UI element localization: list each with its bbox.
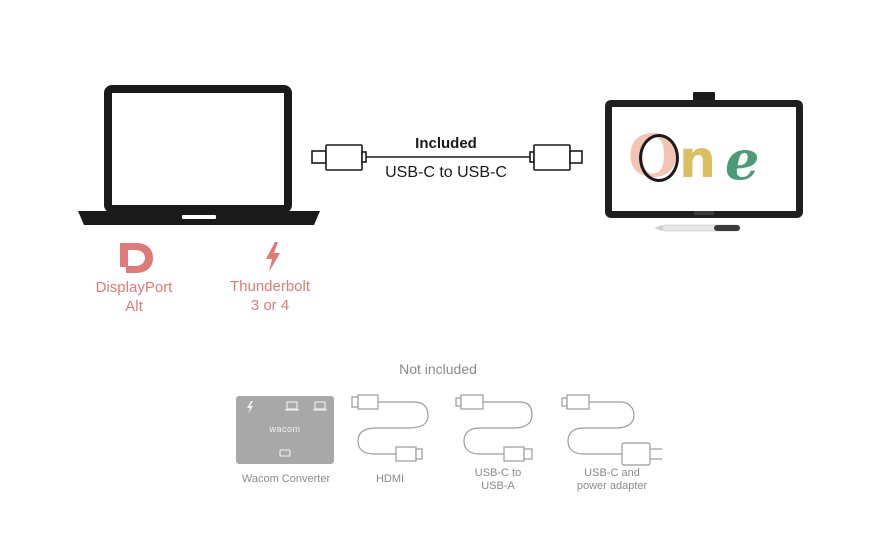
displayport-icon <box>120 243 153 273</box>
pen-icon <box>654 224 741 232</box>
logo-letter-e: e <box>725 128 760 192</box>
laptop-icon <box>313 401 327 411</box>
wacom-converter-device: wacom <box>236 396 334 464</box>
item-label-converter: Wacom Converter <box>241 473 331 485</box>
item-label-usb-a: USB-C to USB-A <box>474 467 522 492</box>
usb-c-cable-illustration <box>311 144 583 171</box>
lightning-icon <box>247 401 253 414</box>
lightning-icon <box>266 242 280 272</box>
port-label-displayport: DisplayPort Alt <box>95 279 173 315</box>
usb-c-to-usb-a-cable-illustration <box>455 394 533 462</box>
logo-letter-o-outline <box>639 134 679 182</box>
power-adapter-cable-illustration <box>561 394 662 466</box>
port-icon <box>279 449 291 457</box>
display-screen-logo: O n e <box>626 122 776 194</box>
cable-label: USB-C to USB-C <box>385 164 507 181</box>
not-included-heading: Not included <box>399 361 477 377</box>
included-heading: Included <box>415 135 477 152</box>
converter-wordmark: wacom <box>269 424 301 434</box>
laptop-icon <box>285 401 299 411</box>
hdmi-cable-illustration <box>351 394 429 462</box>
port-label-thunderbolt: Thunderbolt 3 or 4 <box>229 278 311 314</box>
item-label-power-adapter: USB-C and power adapter <box>576 467 648 492</box>
item-label-hdmi: HDMI <box>375 473 405 485</box>
logo-letter-n: n <box>679 130 717 190</box>
laptop-illustration <box>78 85 320 225</box>
